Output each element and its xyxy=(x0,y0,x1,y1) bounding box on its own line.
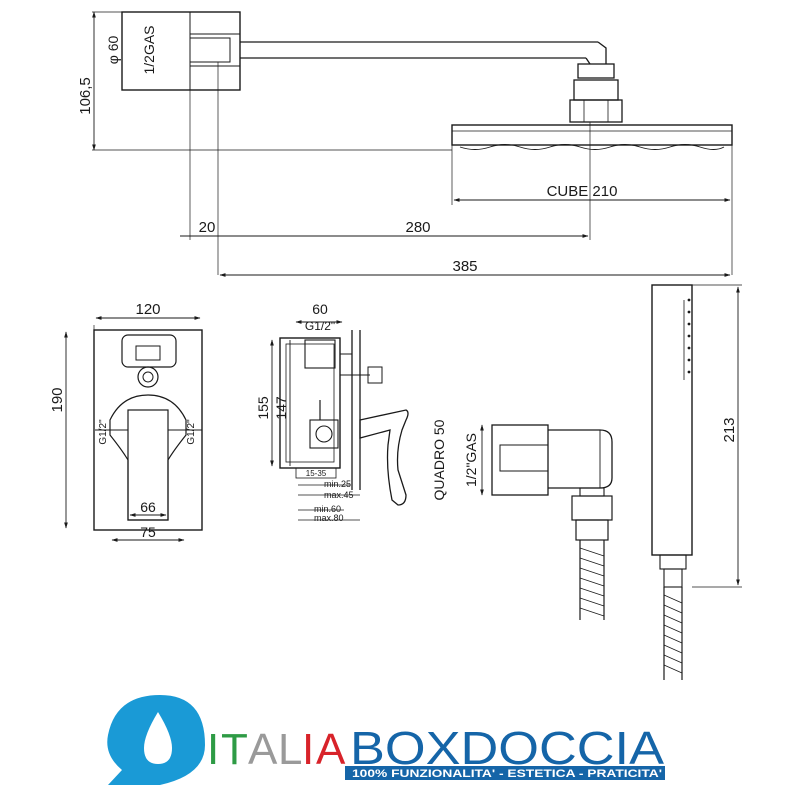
dim-arm-length: 280 xyxy=(405,219,430,236)
dim-plate-height: 190 xyxy=(49,387,66,412)
logo-tagline: 100% FUNZIONALITA' - ESTETICA - PRATICIT… xyxy=(352,768,662,780)
dim-wall-offset: 20 xyxy=(199,219,216,236)
dim-total-length: 385 xyxy=(452,258,477,275)
dim-depth-1: min.25 xyxy=(324,479,351,489)
dim-outlet-thread: 1/2"GAS xyxy=(463,433,479,487)
wall-outlet-view xyxy=(480,424,613,620)
dim-flange-diameter: φ 60 xyxy=(105,36,121,65)
dim-head-width: CUBE 210 xyxy=(547,183,618,200)
logo-italia-t: T xyxy=(221,725,248,774)
dim-side-width: 60 xyxy=(312,301,328,317)
dim-plate-width: 120 xyxy=(135,301,160,318)
logo-italia-i1: I xyxy=(207,725,219,774)
logo-italia-l: L xyxy=(278,725,302,774)
dim-side-thread: G1/2" xyxy=(305,319,335,333)
dim-depth-4: max.80 xyxy=(314,513,344,523)
dim-depth-2: max.45 xyxy=(324,490,354,500)
hand-shower-view xyxy=(651,284,742,680)
mixer-front-view xyxy=(64,316,203,542)
dim-body-outer-width: 75 xyxy=(140,524,156,540)
mixer-side-view xyxy=(270,320,409,521)
dim-mixer-thread-left: G1/2" xyxy=(98,419,109,445)
shower-arm-view xyxy=(92,11,733,277)
logo-italia-a2: A xyxy=(316,725,346,774)
logo-boxdoccia: BOXDOCCIA xyxy=(350,722,664,774)
logo-italia-a1: A xyxy=(248,725,278,774)
dim-small-dims: 15-35 xyxy=(306,469,327,478)
dim-body-width: 66 xyxy=(140,499,156,515)
water-drop-icon xyxy=(144,712,172,764)
brand-logo xyxy=(107,695,665,785)
dim-side-height-inner: 147 xyxy=(273,396,289,420)
logo-italia-i2: I xyxy=(302,725,314,774)
dim-depth-3: min.60 xyxy=(314,504,341,514)
dim-hand-shower-length: 213 xyxy=(721,417,738,442)
dim-mixer-thread-right: G1/2" xyxy=(186,419,197,445)
dim-side-height-outer: 155 xyxy=(255,396,271,420)
dim-outlet-size: QUADRO 50 xyxy=(431,419,447,500)
dim-arm-height: 106,5 xyxy=(77,77,94,115)
dim-arm-thread: 1/2GAS xyxy=(141,25,157,74)
